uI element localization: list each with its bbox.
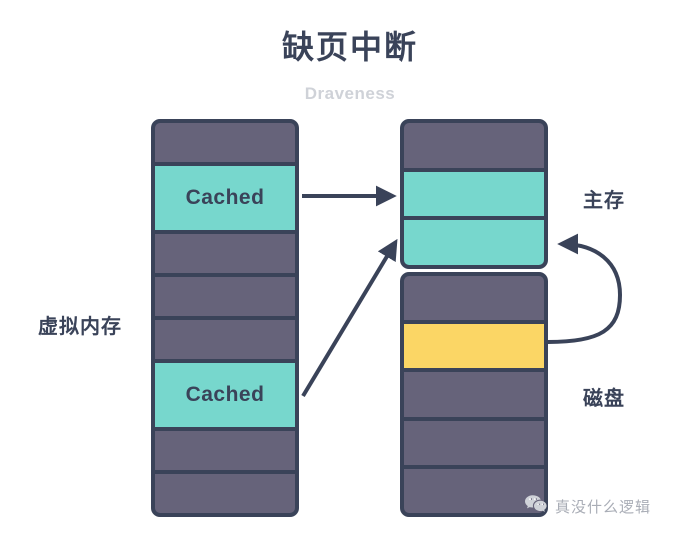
virtual-memory-slot [155,233,295,273]
disk-slot [404,276,544,321]
virtual-memory-slot-cached: Cached [155,166,295,230]
arrow-cached-to-main-memory-diagonal [301,238,398,398]
virtual-memory-slot [155,123,295,163]
main-memory-slot-loaded [404,171,544,217]
disk-column [400,272,548,517]
virtual-memory-slot-cached: Cached [155,363,295,427]
main-memory-slot [404,123,544,168]
main-memory-slot-loaded [404,220,544,265]
arrow-disk-page-to-main-memory-curve [547,233,623,344]
wechat-icon [524,494,548,519]
virtual-memory-slot [155,473,295,513]
virtual-memory-slot [155,320,295,360]
watermark: 真没什么逻辑 [524,494,651,519]
disk-slot-page [404,324,544,369]
disk-slot [404,372,544,417]
label-virtual-memory: 虚拟内存 [38,316,122,338]
page-subtitle: Draveness [304,84,396,103]
label-disk: 磁盘 [583,388,625,410]
virtual-memory-slot [155,430,295,470]
disk-slot [404,420,544,465]
page-title: 缺页中断 [281,29,418,65]
label-main-memory: 主存 [583,190,625,212]
virtual-memory-column: Cached Cached [151,119,299,517]
watermark-text: 真没什么逻辑 [555,499,652,516]
disk-slot [404,468,544,513]
main-memory-column [400,119,548,269]
virtual-memory-slot [155,276,295,316]
